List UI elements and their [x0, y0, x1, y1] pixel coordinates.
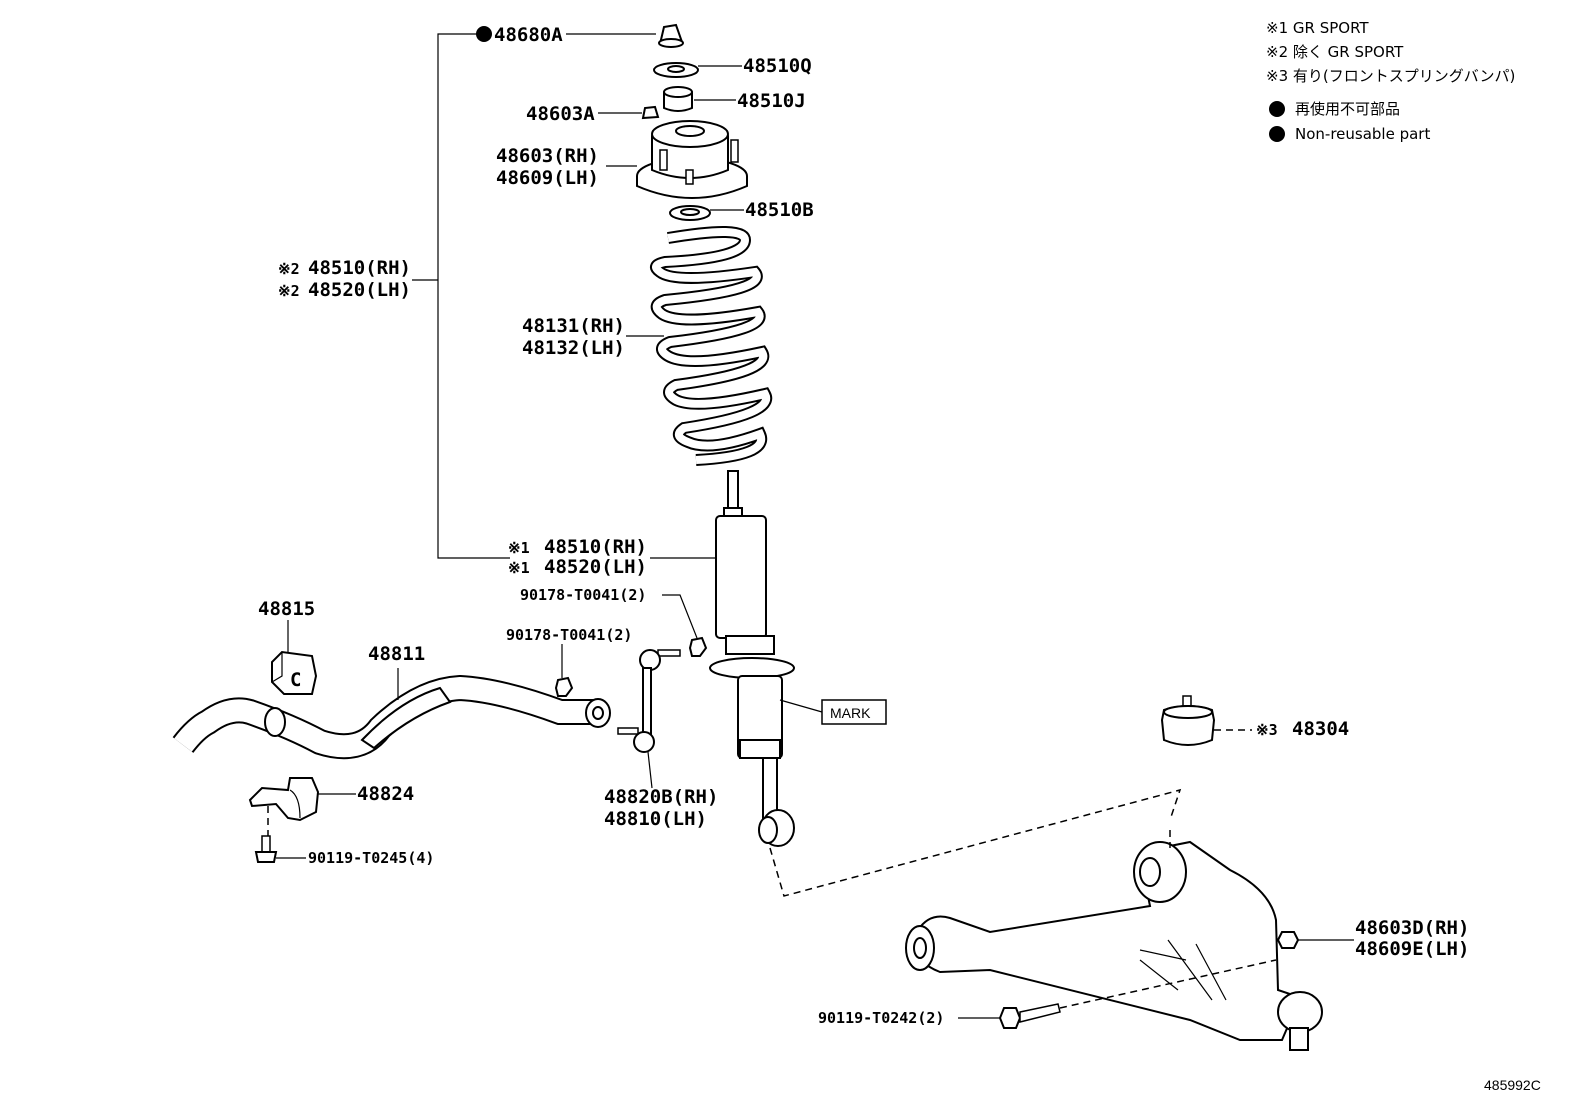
- part-48603A-nut[interactable]: [641, 105, 660, 120]
- part-label-48810-lh[interactable]: 48810(LH): [604, 808, 707, 830]
- non-reusable-dot-icon: [1269, 126, 1285, 142]
- part-label-48510Q[interactable]: 48510Q: [743, 55, 812, 77]
- part-label-48811[interactable]: 48811: [368, 643, 425, 665]
- mark-3-icon: ※3: [1256, 721, 1278, 739]
- legend-note-3: ※3 有り(フロントスプリングバンパ): [1266, 67, 1515, 85]
- shock-to-arm-guide: [769, 788, 1182, 897]
- part-label-48131-rh[interactable]: 48131(RH): [522, 315, 625, 337]
- part-lower-arm[interactable]: [905, 830, 1323, 1051]
- non-reusable-dot-icon: [1269, 101, 1285, 117]
- legend-nonreusable-jp: 再使用不可部品: [1295, 100, 1400, 118]
- part-label-90178-a[interactable]: 90178-T0041(2): [520, 586, 646, 604]
- part-48680A-nut[interactable]: [658, 23, 684, 48]
- part-label-48132-lh[interactable]: 48132(LH): [522, 337, 625, 359]
- part-label-48603-rh[interactable]: 48603(RH): [496, 145, 599, 167]
- part-label-48609-lh[interactable]: 48609(LH): [496, 167, 599, 189]
- part-label-48609E-lh[interactable]: 48609E(LH): [1355, 938, 1469, 960]
- part-48510J-bushing[interactable]: [663, 86, 693, 112]
- part-label-48603D-rh[interactable]: 48603D(RH): [1355, 917, 1469, 939]
- part-90119-T0245-bolt[interactable]: [254, 835, 278, 863]
- part-48815-bushing[interactable]: C: [271, 650, 318, 695]
- part-90119-T0242-bolt[interactable]: [998, 1003, 1061, 1029]
- part-label-sub1-rh[interactable]: 48510(RH): [544, 536, 647, 558]
- part-label-48510J[interactable]: 48510J: [737, 90, 806, 112]
- part-label-sub2-rh[interactable]: 48510(RH): [308, 257, 411, 279]
- part-label-90178-b[interactable]: 90178-T0041(2): [506, 626, 632, 644]
- part-label-48815[interactable]: 48815: [258, 598, 315, 620]
- part-label-90119-T0245[interactable]: 90119-T0245(4): [308, 849, 434, 867]
- part-48824-bracket[interactable]: [248, 777, 320, 822]
- svg-text:C: C: [290, 669, 301, 691]
- part-label-48304[interactable]: 48304: [1292, 718, 1349, 740]
- legend-nonreusable-en: Non-reusable part: [1295, 125, 1430, 143]
- part-48811-stabilizer-bar[interactable]: [172, 674, 611, 760]
- part-label-48510B[interactable]: 48510B: [745, 199, 814, 221]
- part-label-48603A[interactable]: 48603A: [526, 103, 595, 125]
- legend-note-2: ※2 除く GR SPORT: [1266, 43, 1404, 61]
- part-90178-nut-upper[interactable]: [688, 636, 708, 657]
- part-shock-absorber[interactable]: [709, 470, 795, 847]
- part-48510B-seat[interactable]: [669, 205, 711, 221]
- part-48820B-stabilizer-link[interactable]: [617, 649, 681, 753]
- non-reusable-dot-icon: [476, 26, 492, 42]
- part-48603D-nut[interactable]: [1276, 931, 1300, 949]
- part-48131-coil-spring[interactable]: [650, 226, 773, 466]
- legend-note-1: ※1 GR SPORT: [1266, 19, 1369, 37]
- mark-1-icon: ※1: [508, 539, 530, 557]
- part-label-48824[interactable]: 48824: [357, 783, 414, 805]
- part-label-sub1-lh[interactable]: 48520(LH): [544, 556, 647, 578]
- part-label-48820B-rh[interactable]: 48820B(RH): [604, 786, 718, 808]
- mark-1-icon: ※1: [508, 559, 530, 577]
- mark-box: [821, 699, 887, 725]
- part-48603-strut-mount[interactable]: [636, 120, 748, 199]
- part-48304-spring-bumper[interactable]: [1160, 695, 1216, 746]
- diagram-reference-code: 485992C: [1484, 1077, 1541, 1093]
- part-90178-nut-lower[interactable]: [554, 676, 574, 697]
- part-label-90119-T0242[interactable]: 90119-T0242(2): [818, 1009, 944, 1027]
- legend: ※1 GR SPORT ※2 除く GR SPORT ※3 有り(フロントスプリ…: [1266, 19, 1515, 143]
- mark-box-label: MARK: [830, 705, 871, 721]
- part-label-sub2-lh[interactable]: 48520(LH): [308, 279, 411, 301]
- assembly-bracket: [412, 33, 510, 559]
- mark-2-icon: ※2: [278, 282, 300, 300]
- mark-2-icon: ※2: [278, 260, 300, 278]
- part-48510Q-washer[interactable]: [653, 62, 699, 78]
- part-label-48680A[interactable]: 48680A: [494, 24, 563, 46]
